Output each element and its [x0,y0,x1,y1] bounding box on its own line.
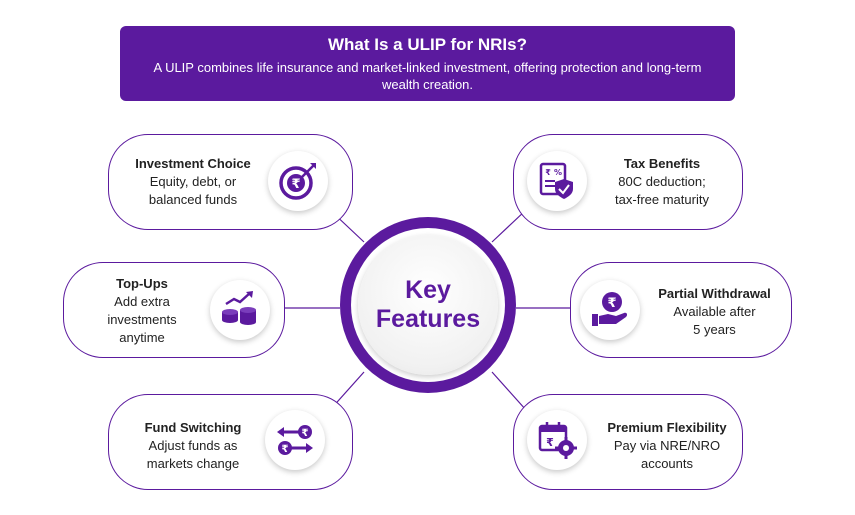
feature-description: Add extra investments anytime [107,294,177,345]
feature-title: Top-Ups [116,276,168,291]
center-title-line1: Key [405,276,451,304]
header-banner: What Is a ULIP for NRIs? A ULIP combines… [120,26,735,101]
feature-title: Partial Withdrawal [658,286,771,301]
feature-title: Investment Choice [135,156,251,171]
target-rupee-icon: ₹ [268,151,328,211]
svg-text:%: % [554,168,562,177]
coins-growth-icon [210,280,270,340]
feature-title: Fund Switching [144,420,242,435]
center-title-line2: Features [375,305,481,333]
svg-text:₹: ₹ [282,444,289,455]
connector-premium-flexibility [491,371,527,411]
svg-text:₹: ₹ [291,177,300,192]
feature-premium-flexibility-text: Premium Flexibility Pay via NRE/NRO acco… [596,419,738,473]
feature-title: Tax Benefits [623,156,701,171]
feature-description: Adjust funds as markets change [146,438,240,471]
feature-description: Pay via NRE/NRO accounts [613,438,721,471]
svg-text:₹: ₹ [607,296,616,311]
feature-description: Available after 5 years [673,304,756,337]
svg-text:₹: ₹ [546,436,554,449]
page-title: What Is a ULIP for NRIs? [328,35,527,54]
connector-tax-benefits [491,209,527,243]
switch-arrows-icon: ₹ ₹ [265,410,325,470]
center-hub: Key Features [358,235,498,375]
feature-investment-choice-text: Investment Choice Equity, debt, or balan… [118,155,268,209]
svg-text:₹: ₹ [545,168,551,177]
feature-fund-switching-text: Fund Switching Adjust funds as markets c… [118,419,268,473]
feature-partial-withdrawal-text: Partial Withdrawal Available after 5 yea… [642,285,787,339]
feature-description: 80C deduction; tax-free maturity [615,174,709,207]
feature-description: Equity, debt, or balanced funds [148,174,238,207]
svg-text:₹: ₹ [302,428,309,439]
page-subtitle: A ULIP combines life insurance and marke… [153,60,702,92]
feature-tax-benefits-text: Tax Benefits 80C deduction; tax-free mat… [592,155,732,209]
calendar-gear-icon: ₹ [527,410,587,470]
feature-top-ups-text: Top-Ups Add extra investments anytime [82,275,202,347]
hand-rupee-icon: ₹ [580,280,640,340]
tax-document-icon: ₹ % [527,151,587,211]
feature-title: Premium Flexibility [607,420,727,435]
